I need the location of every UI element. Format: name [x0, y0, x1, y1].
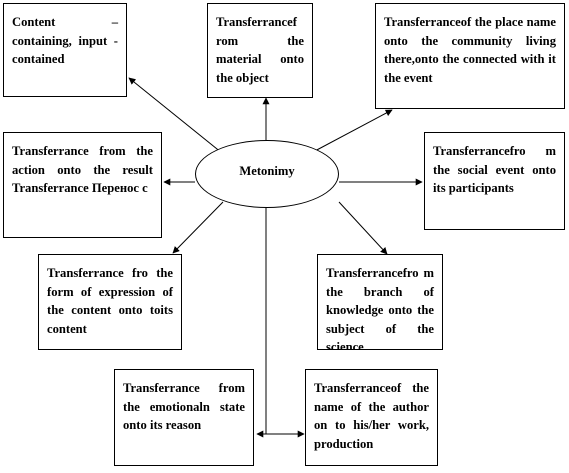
- box-material-object: Transferrancef rom the material onto the…: [207, 3, 313, 98]
- arrow-to-branch-knowledge: [338, 201, 388, 255]
- box-action-result-text: Transferrance from the action onto the r…: [12, 144, 153, 196]
- box-content-containing-text: Content – containing, input - contained: [12, 15, 118, 67]
- box-emotional-state-text: Transferrance from the emotionaln state …: [123, 381, 245, 433]
- box-author-work: Transferranceof the name of the author o…: [305, 369, 438, 466]
- box-social-event: Transferrancefro m the social event onto…: [424, 132, 565, 230]
- box-social-event-text: Transferrancefro m the social event onto…: [433, 144, 556, 196]
- box-branch-knowledge: Transferrancefro m the branch of knowled…: [317, 254, 443, 350]
- box-action-result: Transferrance from the action onto the r…: [3, 132, 162, 238]
- box-material-object-text: Transferrancef rom the material onto the…: [216, 15, 304, 85]
- box-author-work-text: Transferranceof the name of the author o…: [314, 381, 429, 451]
- metonimy-node: Metonimy: [195, 140, 339, 208]
- metonimy-label: Metonimy: [239, 164, 295, 178]
- arrow-to-content-containing: [128, 77, 223, 154]
- box-branch-knowledge-text: Transferrancefro m the branch of knowled…: [326, 266, 434, 350]
- box-form-expression: Transferrance fro the form of expression…: [38, 254, 182, 350]
- box-content-containing: Content – containing, input - contained: [3, 3, 127, 97]
- box-emotional-state: Transferrance from the emotionaln state …: [114, 369, 254, 466]
- box-form-expression-text: Transferrance fro the form of expression…: [47, 266, 173, 336]
- box-place-community: Transferranceof the place name onto the …: [375, 3, 565, 109]
- arrow-to-place-community: [312, 109, 393, 153]
- arrow-to-form-expression: [172, 201, 224, 254]
- box-place-community-text: Transferranceof the place name onto the …: [384, 15, 556, 85]
